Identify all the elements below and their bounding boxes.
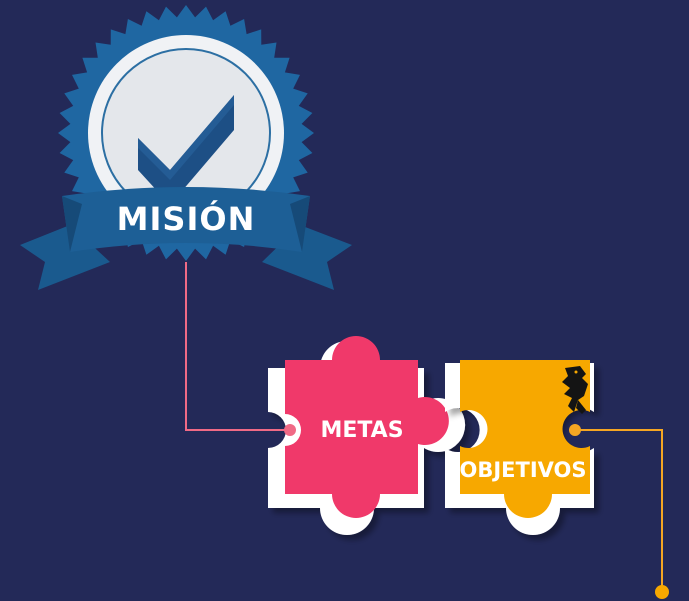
connector-objetivos bbox=[575, 429, 669, 599]
badge-ribbon-fold-left bbox=[62, 196, 82, 252]
badge-ribbon-fold-right bbox=[290, 196, 310, 252]
objetivos-shape bbox=[460, 360, 590, 518]
connector-mision-metas bbox=[185, 262, 290, 431]
check-icon bbox=[138, 95, 234, 205]
objetivos-label: OBJETIVOS bbox=[459, 458, 586, 482]
objetivos-connector-dot bbox=[569, 424, 581, 436]
puzzle-piece-objetivos: OBJETIVOS bbox=[445, 360, 594, 535]
mision-badge: MISIÓN bbox=[20, 5, 352, 290]
puzzle-piece-metas: METAS bbox=[268, 336, 466, 535]
badge-ribbon bbox=[62, 187, 310, 252]
metas-shape bbox=[285, 336, 449, 518]
connector-end-dot bbox=[655, 585, 669, 599]
metas-label: METAS bbox=[320, 418, 403, 443]
metas-connector-dot bbox=[284, 424, 296, 436]
dragon-icon bbox=[562, 366, 588, 414]
badge-label: MISIÓN bbox=[117, 199, 256, 238]
